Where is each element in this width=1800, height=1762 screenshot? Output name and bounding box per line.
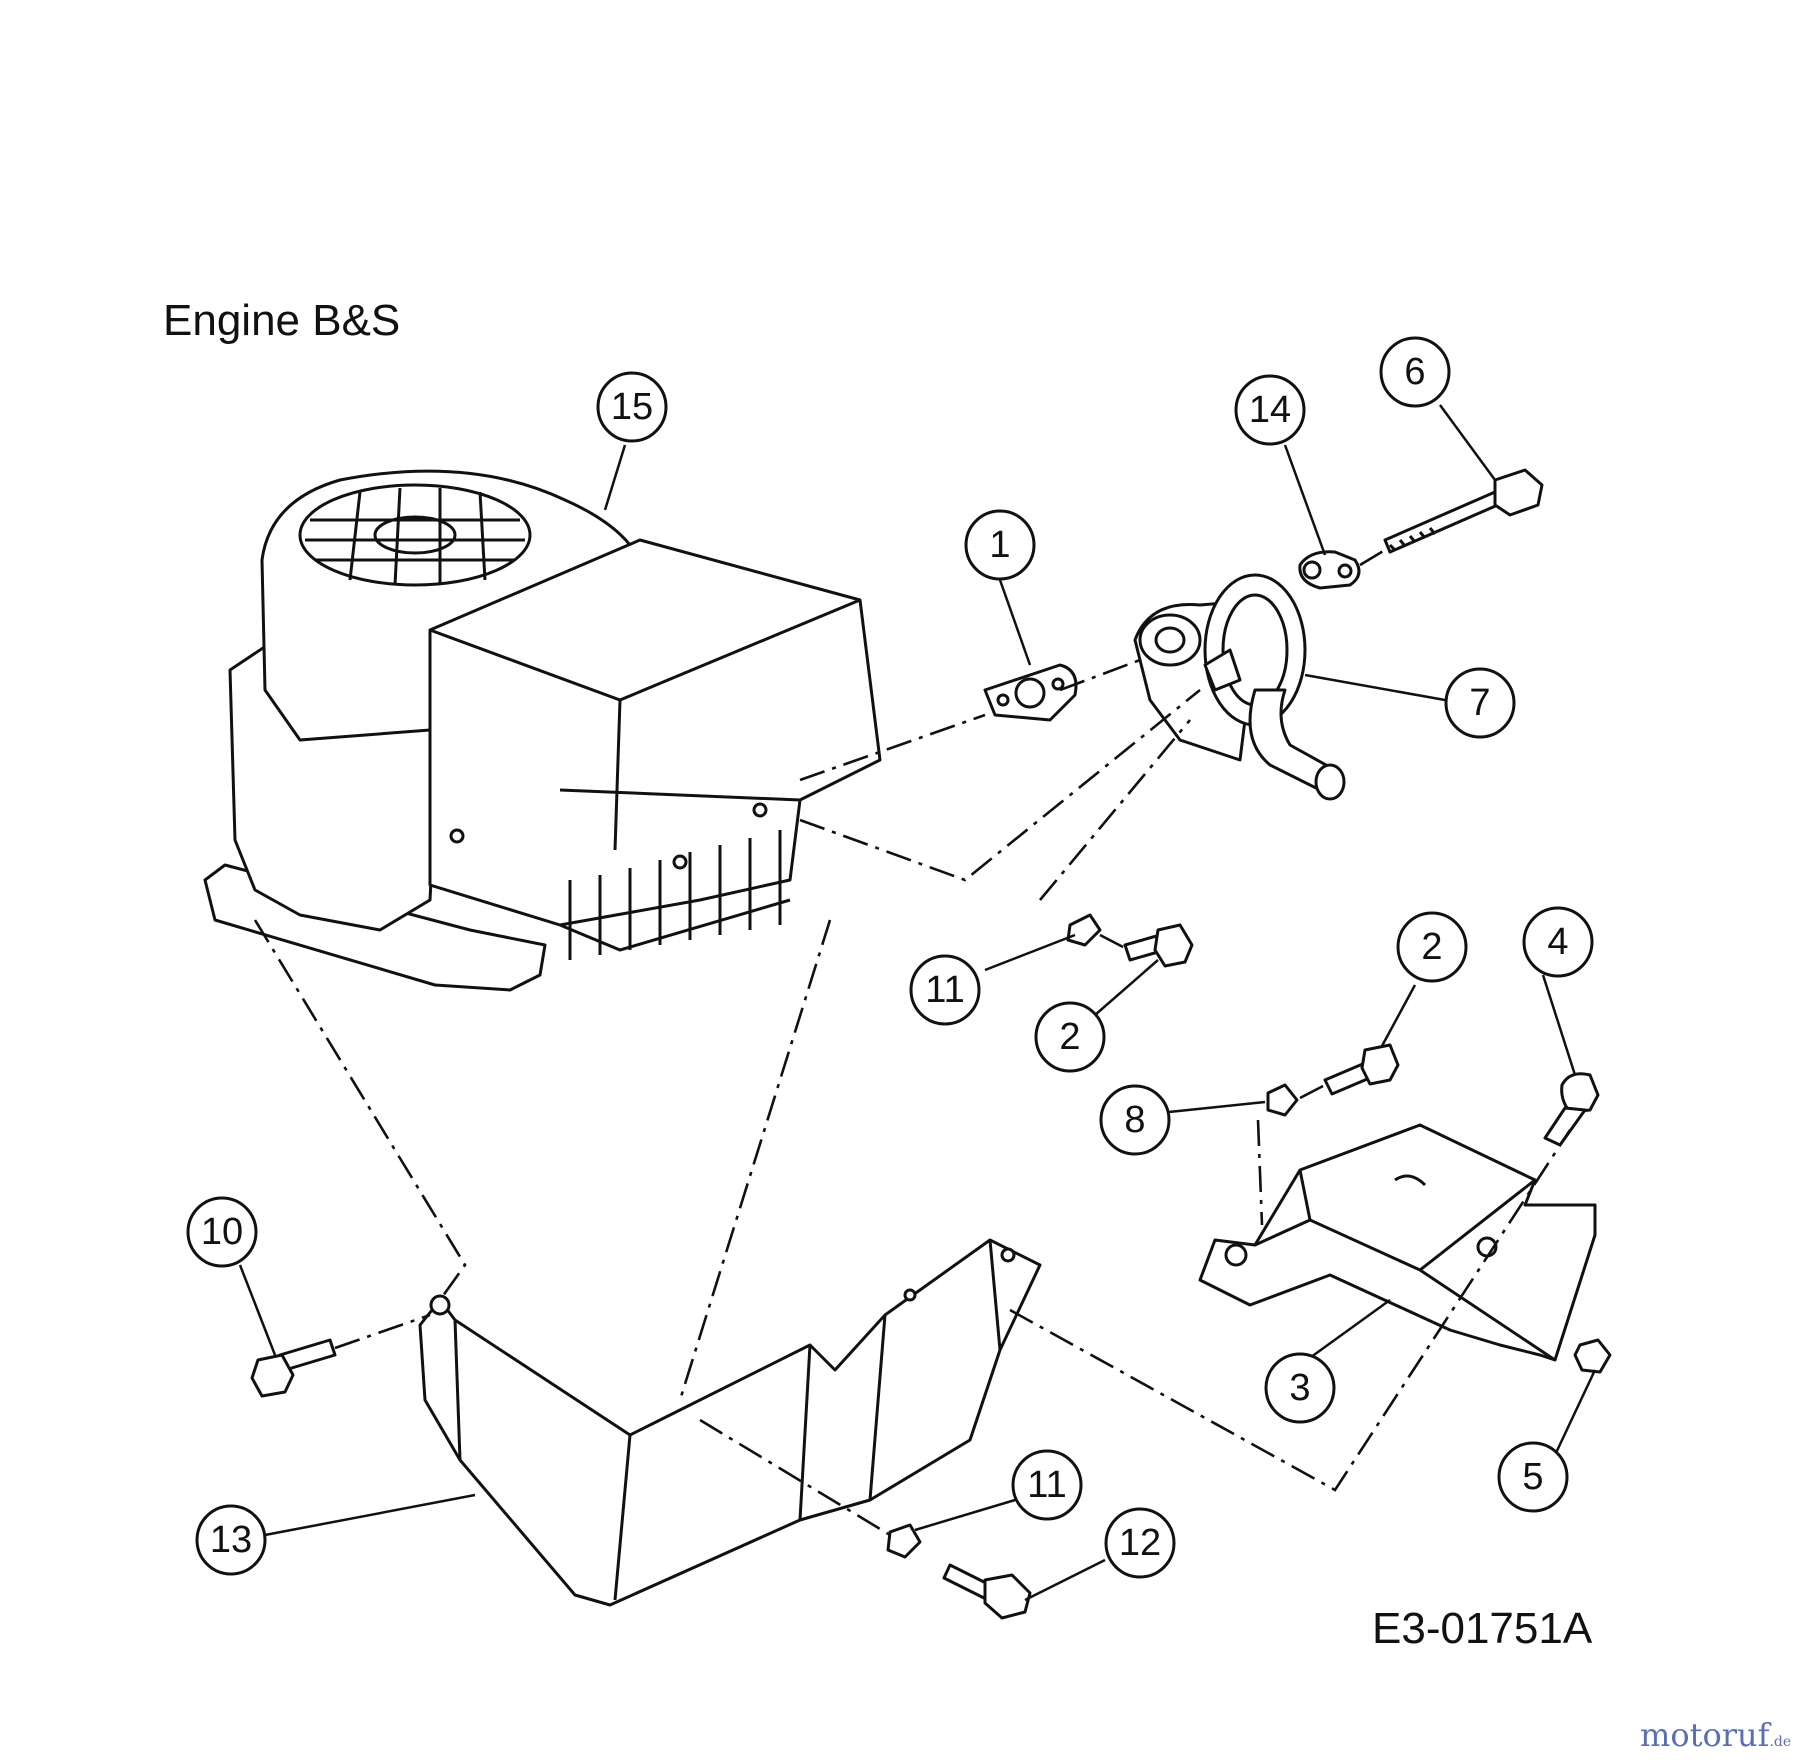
engine-assembly (203, 469, 882, 992)
callout-15: 15 (596, 371, 668, 443)
svg-text:2: 2 (1421, 926, 1442, 968)
hex-bolt-bottom (942, 1563, 1032, 1620)
svg-text:4: 4 (1547, 921, 1568, 963)
leader-lines (238, 404, 1597, 1602)
svg-text:3: 3 (1289, 1367, 1310, 1409)
heat-shield (418, 1238, 1042, 1607)
lock-washer-right (1266, 1083, 1299, 1117)
svg-text:12: 12 (1119, 1522, 1161, 1564)
callout-5: 5 (1497, 1441, 1569, 1513)
callout-3: 3 (1264, 1352, 1336, 1424)
hex-bolt-left (250, 1338, 337, 1398)
callout-7: 7 (1444, 667, 1516, 739)
lock-washer-bottom (886, 1523, 922, 1559)
callout-1: 1 (964, 509, 1036, 581)
watermark-logo: motoruf.de (1640, 1716, 1791, 1754)
engine-cooling-fins (568, 830, 782, 960)
muffler (1133, 573, 1346, 801)
long-hex-bolt (1383, 468, 1544, 554)
svg-text:11: 11 (1027, 1464, 1066, 1506)
callout-bubbles: 15 1 14 6 7 11 2 2 4 8 3 5 10 13 11 12 (186, 336, 1594, 1579)
callout-13: 13 (195, 1504, 267, 1576)
watermark-brand: motoruf (1640, 1716, 1770, 1754)
hex-bolt-right (1323, 1043, 1400, 1096)
callout-6: 6 (1379, 336, 1451, 408)
engine-top-cover (428, 538, 882, 927)
callout-2-right: 2 (1396, 911, 1468, 983)
callout-11-upper: 11 (909, 954, 981, 1026)
svg-text:8: 8 (1124, 1099, 1145, 1141)
callout-12: 12 (1104, 1507, 1176, 1579)
callout-4: 4 (1522, 906, 1594, 978)
svg-text:14: 14 (1249, 389, 1291, 431)
diagram-title: Engine B&S (163, 296, 401, 345)
hex-bolt-upper (1123, 923, 1194, 968)
shoulder-bolt (1543, 1072, 1600, 1147)
svg-text:2: 2 (1059, 1016, 1080, 1058)
callout-2-upper: 2 (1034, 1001, 1106, 1073)
svg-text:10: 10 (201, 1211, 243, 1253)
assembly-lines (253, 548, 1572, 1537)
callout-10: 10 (186, 1196, 258, 1268)
callout-14: 14 (1234, 374, 1306, 446)
svg-text:1: 1 (989, 524, 1010, 566)
svg-text:7: 7 (1469, 682, 1490, 724)
engine-grille-hub (373, 515, 457, 555)
svg-text:15: 15 (611, 386, 653, 428)
svg-text:6: 6 (1404, 351, 1425, 393)
lock-washer-upper (1066, 913, 1102, 947)
drawing-code: E3-01751A (1372, 1604, 1593, 1653)
svg-text:5: 5 (1522, 1456, 1543, 1498)
svg-text:11: 11 (925, 969, 964, 1011)
callout-11-lower: 11 (1011, 1449, 1083, 1521)
svg-text:13: 13 (210, 1519, 252, 1561)
hex-nut-small (1573, 1338, 1612, 1374)
callout-8: 8 (1099, 1084, 1171, 1156)
watermark-suffix: .de (1769, 1734, 1792, 1750)
